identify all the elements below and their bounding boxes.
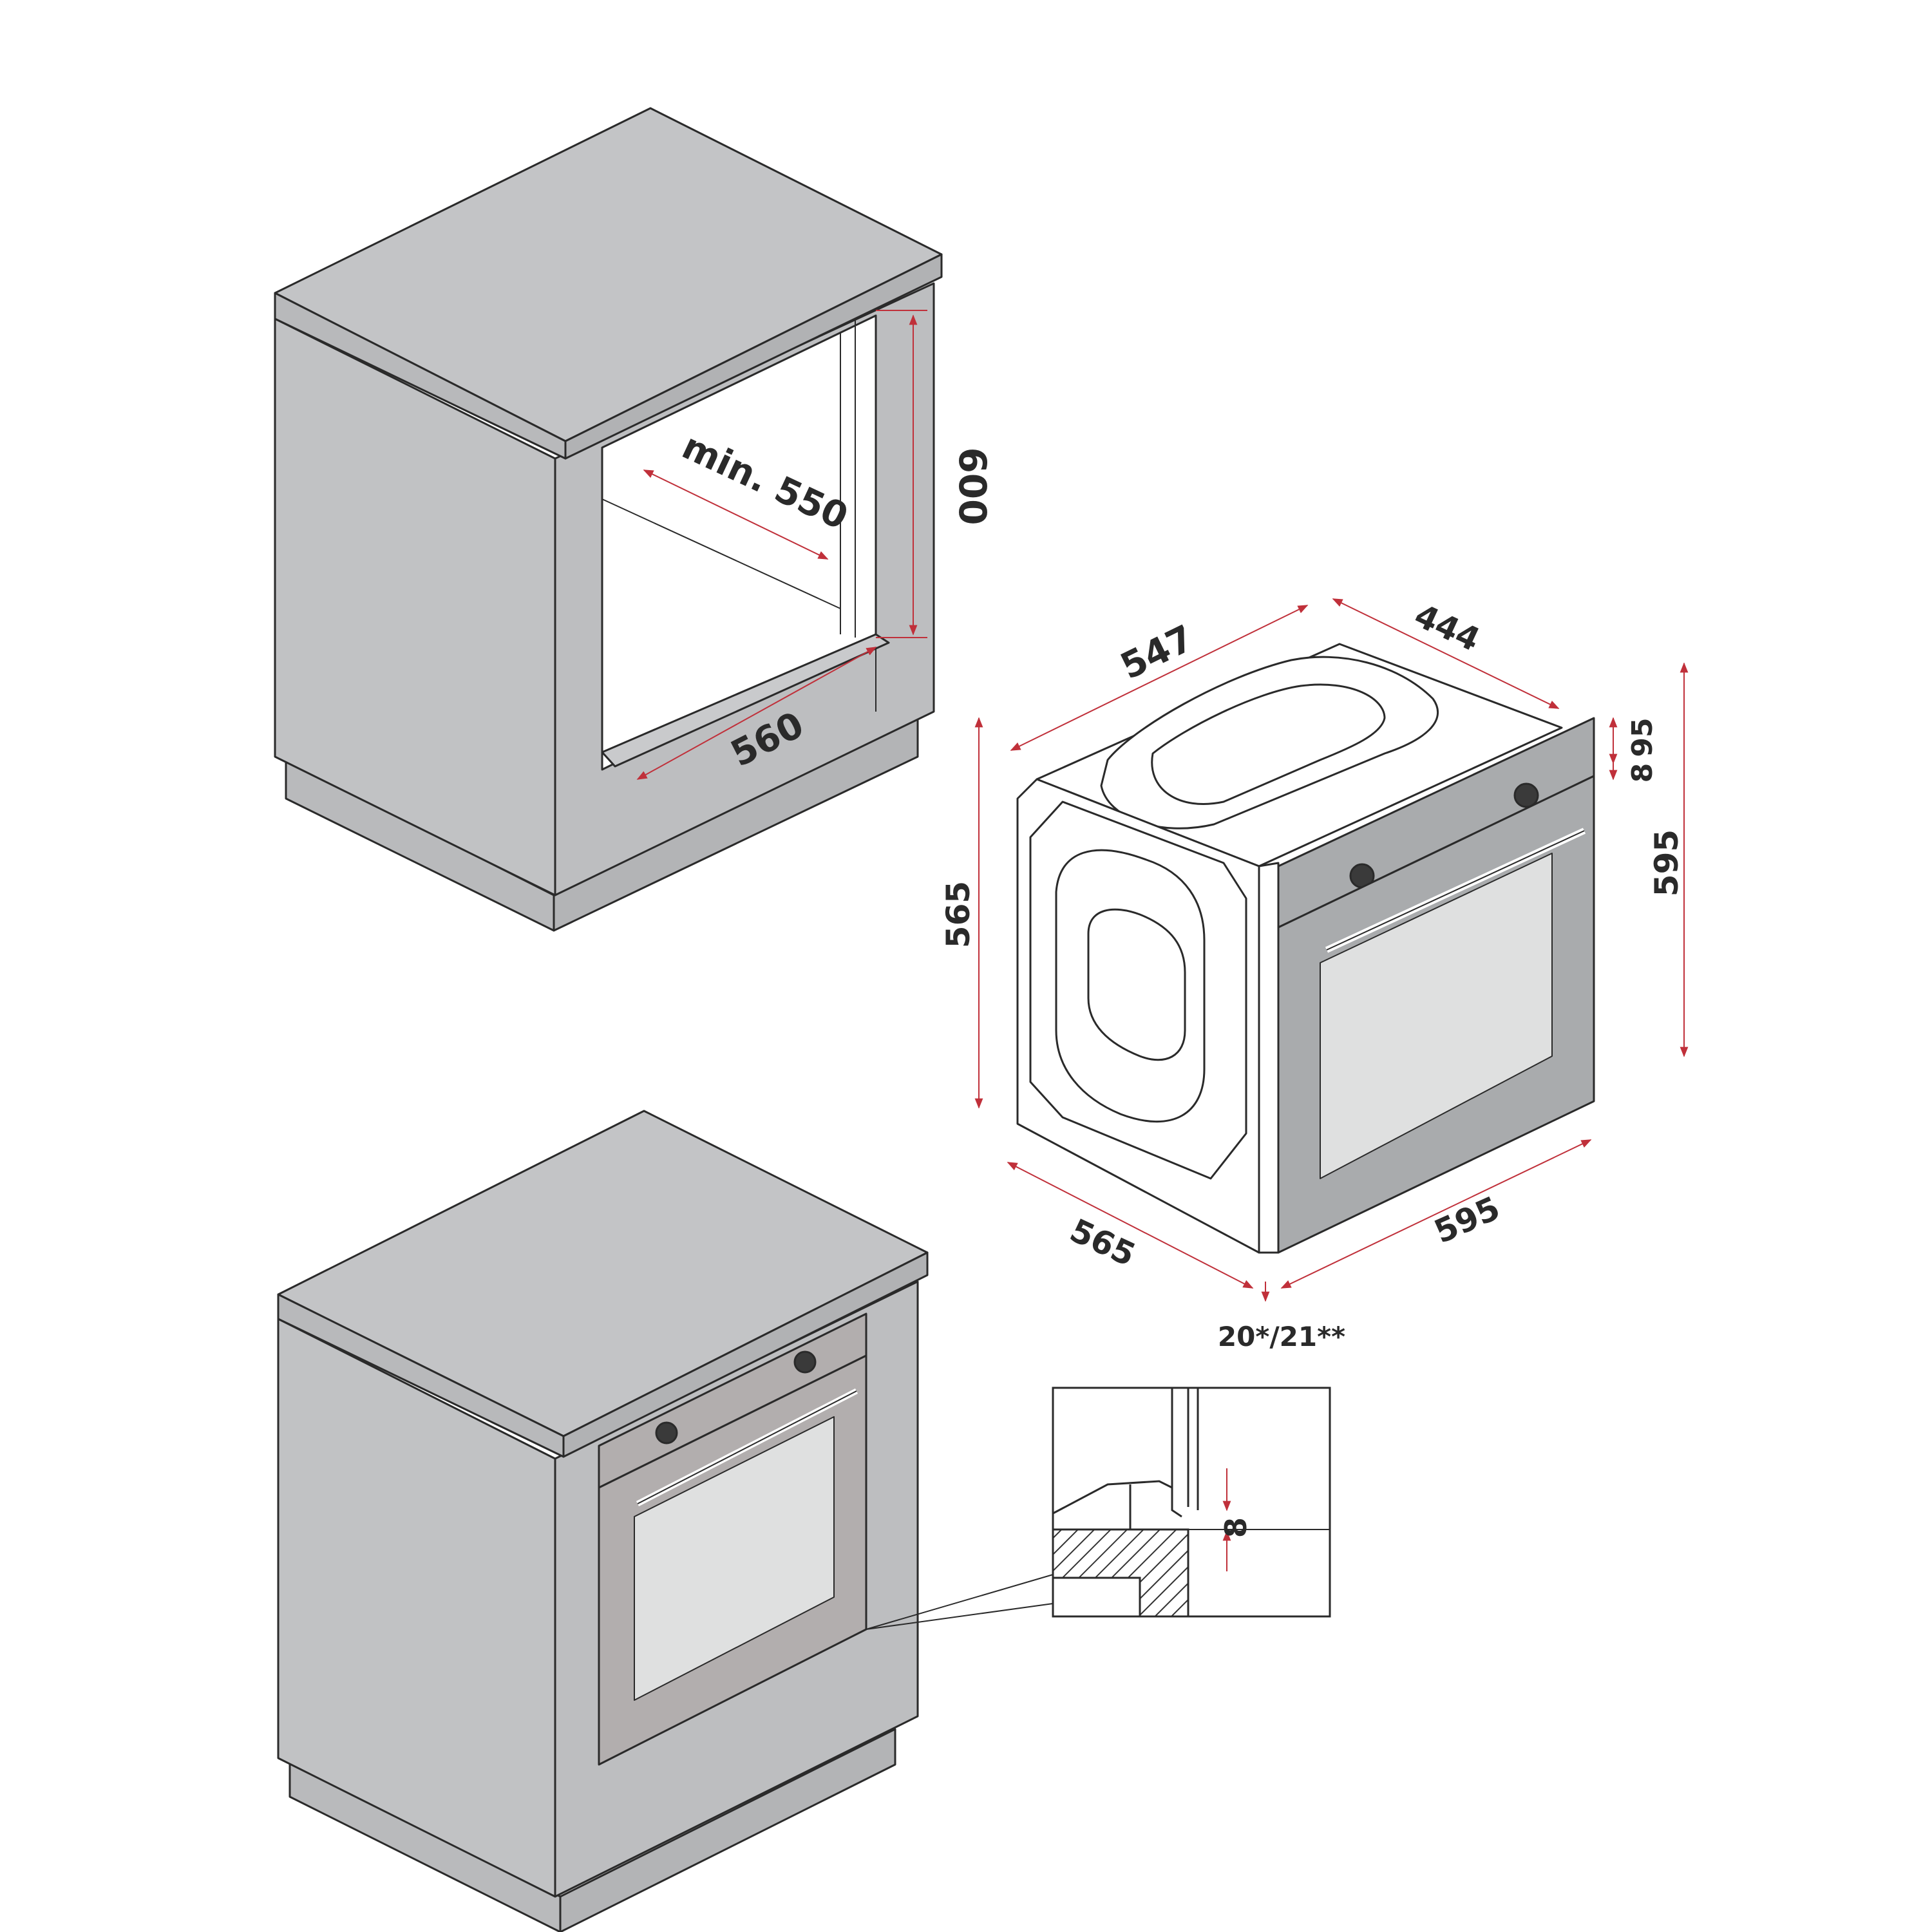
cabinet-with-oven [277, 1110, 929, 1932]
detail-leader-lines [866, 1574, 1054, 1630]
cabinet-empty-niche [274, 107, 943, 932]
niche-dimension-lines [636, 310, 927, 780]
oven-bottom-depth-label: 565 [1065, 1211, 1141, 1274]
niche-height-label: 600 [951, 447, 994, 525]
oven-front-thickness-label: 20*/21** [1218, 1321, 1345, 1352]
oven-front-height-label: 595 [1648, 829, 1685, 896]
oven-iso [1016, 643, 1595, 1254]
detail-view [1052, 1387, 1331, 1618]
oven-top-depth-label: 547 [1114, 618, 1200, 688]
oven-side-height-label: 565 [940, 881, 977, 948]
detail-gap-label: 8 [1218, 1517, 1253, 1538]
oven-panel-gap-label: 8 [1626, 763, 1659, 783]
oven-panel-top-label: 95 [1626, 717, 1659, 757]
oven-dimension-lines [974, 598, 1689, 1302]
oven-top-width-label: 444 [1409, 596, 1486, 659]
